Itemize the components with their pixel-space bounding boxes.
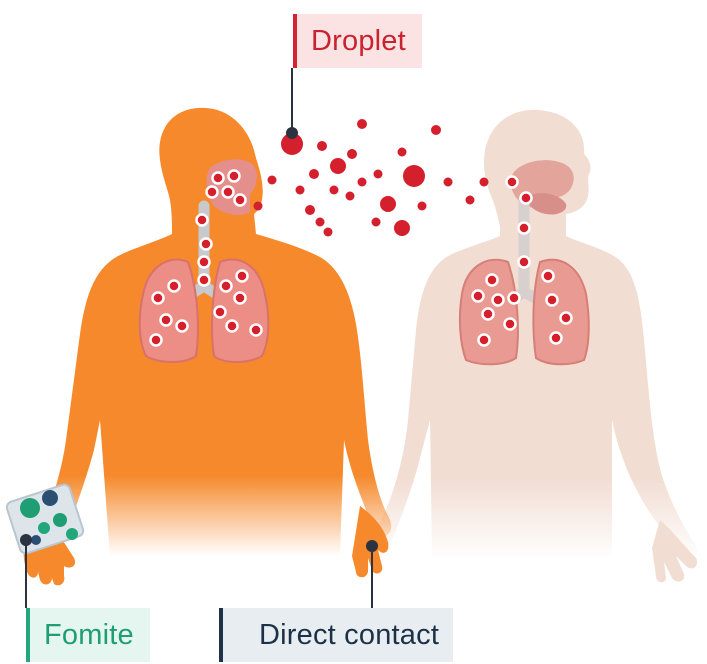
droplet [372,218,381,227]
droplet-marker [286,127,298,139]
fomite-label: Fomite [26,608,150,662]
particle [197,215,208,226]
particle [221,281,232,292]
droplet [268,176,277,185]
droplet [347,149,357,159]
particle [199,257,210,268]
droplet-label-text: Droplet [311,25,406,58]
fomite-label-text: Fomite [44,619,134,652]
droplet [317,141,327,151]
particle [487,275,498,286]
particle [551,333,562,344]
particle [161,315,172,326]
droplet [394,220,410,236]
particle [227,321,238,332]
fomite-marker [20,534,32,546]
particle [177,321,188,332]
direct-contact-label-text: Direct contact [259,619,439,652]
fomite-germ [38,522,50,534]
droplet [324,228,333,237]
particle [519,257,530,268]
particle [207,187,218,198]
particle [251,325,262,336]
droplet [330,158,346,174]
fomite-germ [20,498,40,518]
droplet [418,202,427,211]
droplet [254,202,263,211]
particle [223,187,234,198]
droplet-label: Droplet [293,14,422,68]
droplet [358,178,367,187]
particle [505,319,516,330]
particle [509,293,520,304]
droplet [357,119,367,129]
particle [479,335,490,346]
particle [493,295,504,306]
particle [483,309,494,320]
direct-contact-label: Direct contact [219,608,453,662]
droplet [309,169,319,179]
particle [473,291,484,302]
droplet [330,186,339,195]
droplet [466,196,475,205]
droplet [480,178,489,187]
particle [153,293,164,304]
particle [215,307,226,318]
particle [199,275,210,286]
droplet [431,125,441,135]
droplet [305,205,315,215]
droplet [398,148,407,157]
fomite-germ [31,535,41,545]
particle [235,195,246,206]
fomite-germ [66,528,78,540]
droplet [380,196,396,212]
droplet [403,165,425,187]
particle [547,295,558,306]
particle [201,239,212,250]
particle [507,177,518,188]
droplet [444,178,453,187]
droplet [316,218,325,227]
particle [237,271,248,282]
particle [151,335,162,346]
particle [561,313,572,324]
fomite-germ [42,490,58,506]
particle [235,293,246,304]
particle [543,271,554,282]
fomite-germ [53,513,67,527]
droplet [296,186,305,195]
particle [521,193,532,204]
particle [229,171,240,182]
droplet [346,192,355,201]
particle [213,173,224,184]
particle [519,223,530,234]
direct-contact-marker [366,540,378,552]
particle [169,281,180,292]
droplet [374,170,383,179]
